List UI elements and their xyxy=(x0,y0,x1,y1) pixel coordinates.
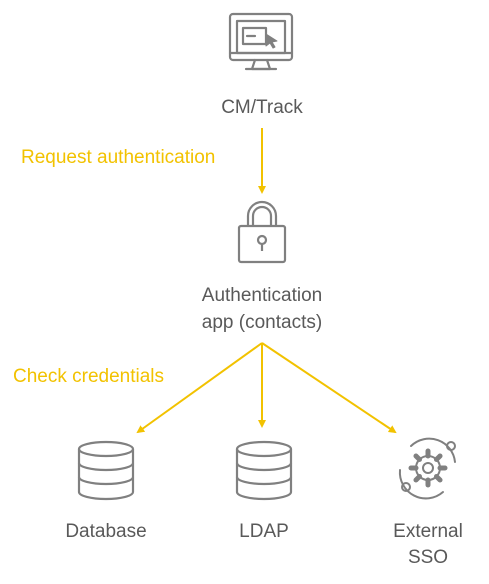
external-sso-label-line1: External xyxy=(393,521,463,542)
padlock-icon xyxy=(237,200,287,264)
authentication-app-label-line1: Authentication xyxy=(201,285,323,306)
cm-track-label: CM/Track xyxy=(221,97,303,118)
computer-monitor-icon xyxy=(228,12,294,71)
gear-icon xyxy=(398,437,456,500)
ldap-label: LDAP xyxy=(239,521,289,542)
external-sso-label-line2: SSO xyxy=(407,547,449,568)
database-icon xyxy=(77,440,135,501)
request-authentication-label: Request authentication xyxy=(21,147,216,168)
authentication-app-label-line2: app (contacts) xyxy=(201,312,323,333)
arrows-check-credentials xyxy=(136,342,397,434)
database-label: Database xyxy=(65,521,147,542)
arrow-to-database xyxy=(136,342,263,434)
arrow-to-external-sso xyxy=(261,342,397,434)
check-credentials-label: Check credentials xyxy=(13,366,165,387)
ldap-database-icon xyxy=(235,440,293,501)
